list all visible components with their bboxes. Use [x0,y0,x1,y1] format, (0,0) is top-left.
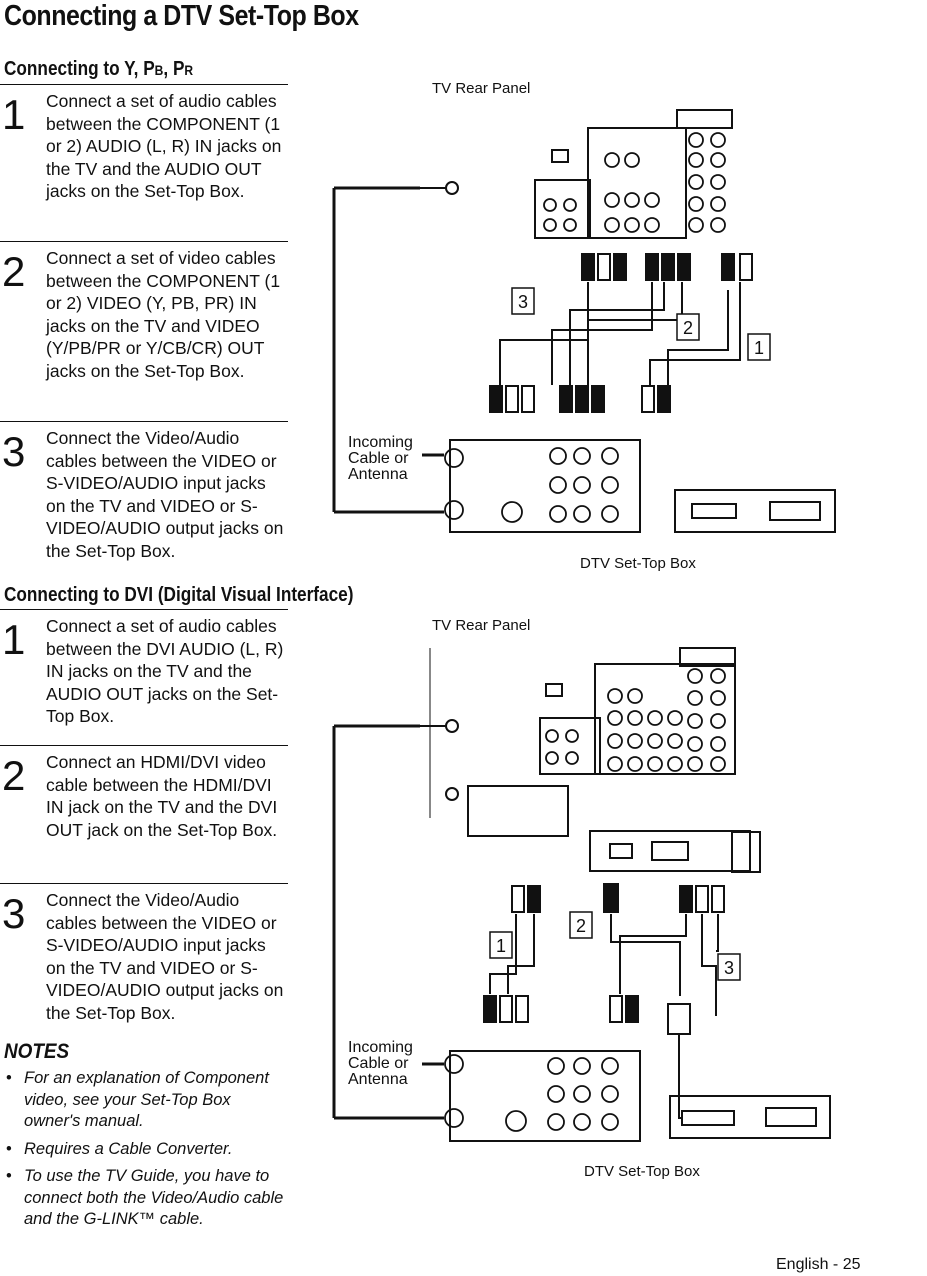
tv-rear-panel-label: TV Rear Panel [432,617,531,634]
tv-panel-top [676,109,733,129]
usb-port-icon [545,683,563,697]
divider [0,241,288,242]
component-step-1: 1 Connect a set of audio cables between … [0,84,288,234]
component-step-3: 3 Connect the Video/Audio cables between… [0,421,288,571]
callout-label: 1 [754,338,764,358]
callout-boxes: 1 2 3 [489,911,741,981]
page-number: English - 25 [776,1256,861,1273]
box-dvi-ports [669,1095,831,1139]
dvi-step-2: 2 Connect an HDMI/DVI video cable betwee… [0,745,288,875]
section-title-dvi: Connecting to DVI (Digital Visual Interf… [4,584,354,606]
callout-label: 3 [518,292,528,312]
step-text: Connect a set of audio cables between th… [46,91,282,201]
component-connection-diagram: 3 2 1 [332,109,836,533]
divider [0,84,288,85]
step-text: Connect a set of video cables between th… [46,248,281,381]
page-title: Connecting a DTV Set-Top Box [4,0,359,32]
divider [0,609,288,610]
incoming-cable-label: Incoming Cable or Antenna [348,434,413,483]
step-text: Connect the Video/Audio cables between t… [46,890,284,1023]
notes-list: For an explanation of Component video, s… [4,1068,284,1237]
dtv-set-top-box-label: DTV Set-Top Box [580,555,696,572]
tv-panel-frame [587,127,687,239]
divider [0,883,288,884]
notes-title: NOTES [4,1040,70,1063]
incoming-cable-label: Incoming Cable or Antenna [348,1039,413,1088]
step-text: Connect a set of audio cables between th… [46,616,284,726]
tv-rear-panel-label: TV Rear Panel [432,80,531,97]
callout-label: 1 [496,936,506,956]
set-top-box-frame [449,439,641,533]
usb-port-icon [551,149,569,163]
divider [0,745,288,746]
box-dvi-ports [674,489,836,533]
step-text: Connect an HDMI/DVI video cable between … [46,752,278,840]
section-title-component: Connecting to Y, PB, PR [4,58,194,80]
set-top-box-frame [449,1050,641,1142]
tv-panel-side [534,179,591,239]
callout-label: 2 [683,318,693,338]
dvi-step-3: 3 Connect the Video/Audio cables between… [0,883,288,1033]
component-step-2: 2 Connect a set of video cables between … [0,241,288,411]
step-number: 2 [2,752,26,799]
step-number: 1 [2,616,26,663]
dvi-step-1: 1 Connect a set of audio cables between … [0,609,288,739]
step-number: 3 [2,428,26,475]
note-item: Requires a Cable Converter. [4,1139,284,1161]
step-text: Connect the Video/Audio cables between t… [46,428,284,561]
callout-label: 2 [576,916,586,936]
callout-boxes: 3 2 1 [511,287,771,361]
step-number: 3 [2,890,26,937]
dvi-connection-diagram: 1 2 3 [332,647,831,1142]
step-number: 2 [2,248,26,295]
step-number: 1 [2,91,26,138]
divider [0,421,288,422]
note-item: For an explanation of Component video, s… [4,1068,284,1133]
dvi-plug [667,1003,691,1035]
callout-label: 3 [724,958,734,978]
dtv-set-top-box-label: DTV Set-Top Box [584,1163,700,1180]
note-item: To use the TV Guide, you have to connect… [4,1166,284,1231]
